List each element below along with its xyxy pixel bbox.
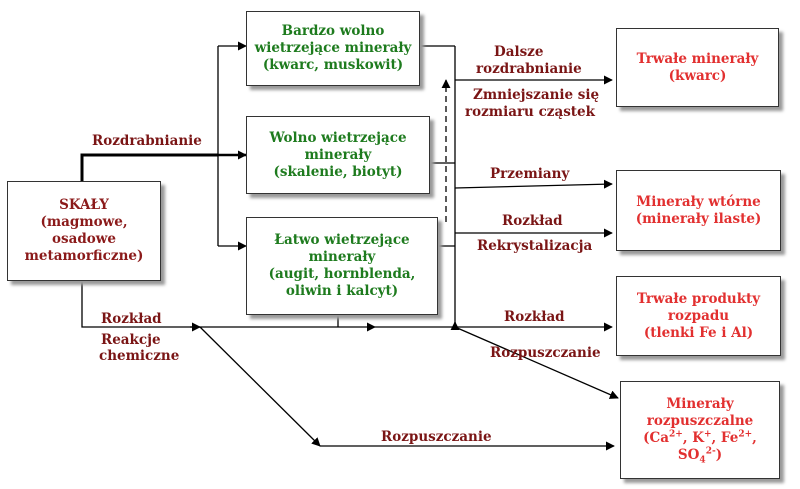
rocks-line1: (magmowe, osadowe bbox=[40, 214, 128, 247]
rocks-box: SKAŁY (magmowe, osadowe metamorficzne) bbox=[7, 181, 161, 281]
decay-line1: Trwałe produkty bbox=[636, 290, 761, 307]
soluble-ions-line1: (Ca2+, K+, Fe2+, bbox=[643, 429, 757, 446]
very-slow-line2: wietrzejące minerały bbox=[254, 40, 412, 56]
decay-products-box: Trwałe produkty rozpadu (tlenki Fe i Al) bbox=[616, 276, 781, 356]
label-reakcje: Reakcje bbox=[101, 332, 161, 348]
easy-line2: minerały bbox=[308, 249, 376, 265]
label-rozpuszczanie-bottom: Rozpuszczanie bbox=[381, 429, 492, 445]
slow-line2: minerały bbox=[304, 146, 372, 163]
rocks-line2: metamorficzne) bbox=[24, 248, 144, 264]
easy-line4: oliwin i kalcyt) bbox=[285, 283, 399, 299]
label-rozpuszczanie-right: Rozpuszczanie bbox=[490, 345, 601, 361]
rozklad-line bbox=[81, 281, 376, 332]
easy-line3: (augit, hornblenda, bbox=[268, 266, 416, 282]
label-przemiany: Przemiany bbox=[490, 166, 570, 182]
very-slow-weathering-box: Bardzo wolno wietrzejące minerały (kwarc… bbox=[246, 11, 420, 86]
soluble-line1: Minerały bbox=[666, 396, 734, 412]
label-rekrystalizacja: Rekrystalizacja bbox=[477, 238, 593, 254]
secondary-line2: (minerały ilaste) bbox=[635, 210, 762, 227]
rocks-title: SKAŁY bbox=[59, 197, 109, 213]
label-rozklad-top: Rozkład bbox=[502, 213, 563, 229]
soluble-minerals-box: Minerały rozpuszczalne (Ca2+, K+, Fe2+, … bbox=[620, 381, 780, 479]
easy-line1: Łatwo wietrzejące bbox=[274, 232, 410, 248]
slow-line3: (skalenie, biotyt) bbox=[273, 163, 403, 180]
secondary-minerals-box: Minerały wtórne (minerały ilaste) bbox=[616, 170, 781, 251]
soluble-line2: rozpuszczalne bbox=[646, 413, 754, 429]
label-chemiczne: chemiczne bbox=[99, 348, 180, 364]
rozdrabnianie-trunk bbox=[80, 153, 218, 181]
arrow-to-secondary-a bbox=[454, 179, 613, 189]
label-rozmiaru: rozmiaru cząstek bbox=[465, 104, 595, 120]
decay-line2: rozpadu bbox=[667, 307, 730, 324]
slow-line1: Wolno wietrzejące bbox=[269, 129, 407, 146]
diag-down bbox=[199, 326, 321, 447]
easy-weathering-box: Łatwo wietrzejące minerały (augit, hornb… bbox=[246, 217, 438, 315]
very-slow-line3: (kwarc, muskowit) bbox=[262, 57, 404, 73]
soluble-ions-line2: SO42-) bbox=[677, 446, 723, 466]
label-dalsze: Dalsze bbox=[494, 44, 544, 60]
label-rozdrabnianie: Rozdrabnianie bbox=[92, 133, 202, 149]
label-rozdrabnianie2: rozdrabnianie bbox=[476, 61, 582, 77]
label-rozklad-left: Rozkład bbox=[101, 311, 162, 327]
very-slow-line1: Bardzo wolno bbox=[281, 23, 385, 39]
stable-line2: (kwarc) bbox=[668, 67, 727, 84]
label-zmniejszanie: Zmniejszanie się bbox=[473, 87, 600, 103]
stable-line1: Trwałe minerały bbox=[636, 50, 759, 67]
decay-line3: (tlenki Fe i Al) bbox=[643, 324, 754, 341]
label-rozklad-right: Rozkład bbox=[504, 309, 565, 325]
slow-weathering-box: Wolno wietrzejące minerały (skalenie, bi… bbox=[246, 116, 430, 194]
arrow-to-soluble-diag bbox=[454, 326, 619, 399]
secondary-line1: Minerały wtórne bbox=[636, 193, 761, 210]
stable-minerals-box: Trwałe minerały (kwarc) bbox=[616, 28, 779, 107]
